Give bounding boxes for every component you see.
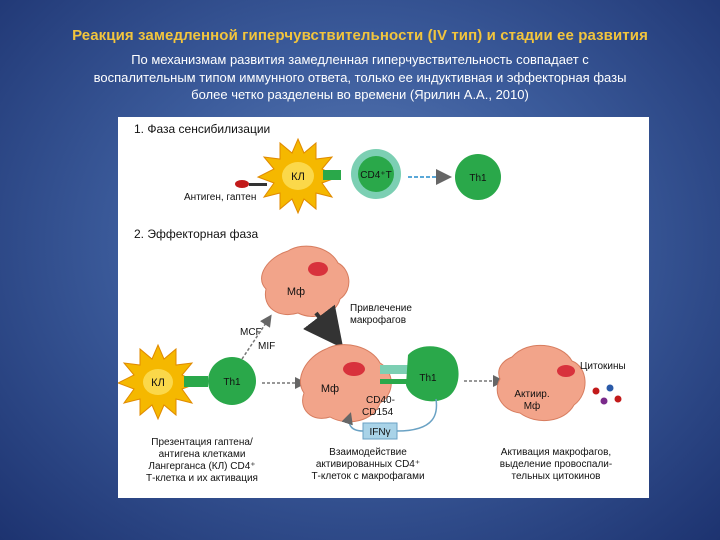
slide-subtitle: По механизмам развития замедленная гипер… (90, 51, 630, 104)
cytokines-label: Цитокины (580, 361, 626, 372)
cd4-label: CD4⁺T (360, 170, 391, 181)
antigen-stem (249, 183, 267, 186)
mcf-label: MCF (240, 327, 262, 338)
recruit-label-2: макрофагов (350, 314, 406, 326)
cd154-label: CD154 (362, 407, 394, 418)
dth-diagram: 1. Фаза сенсибилизации КЛ Антиген, гапте… (118, 117, 649, 498)
ifn-path-up (397, 399, 437, 431)
tcr-connector-2 (184, 376, 208, 387)
mf-center-label: Мф (321, 383, 339, 395)
macrophage-top-nucleus (308, 262, 328, 276)
caption-left-line-4: Т-клетка и их активация (146, 473, 258, 484)
recruit-label-1: Привлечение (350, 303, 412, 314)
active-mf-label-1: Актиир. (514, 389, 549, 400)
kl-label-2: КЛ (151, 377, 165, 389)
tcr-connector-1 (323, 170, 341, 180)
mif-label: MIF (258, 341, 275, 352)
diagram-panel: 1. Фаза сенсибилизации КЛ Антиген, гапте… (118, 117, 649, 498)
phase1-heading: 1. Фаза сенсибилизации (134, 122, 270, 136)
caption-left-line-1: Презентация гаптена/ (151, 437, 253, 448)
macrophage-center-nucleus (343, 362, 365, 376)
caption-center-line-3: Т-клеток с макрофагами (311, 470, 424, 482)
caption-left-line-3: Лангерганса (КЛ) CD4⁺ (148, 461, 255, 472)
caption-center: Взаимодействие активированных CD4⁺ Т-кле… (311, 447, 424, 482)
macrophage-top (262, 246, 349, 316)
mf-top-label: Мф (287, 286, 305, 298)
caption-left: Презентация гаптена/ антигена клетками Л… (146, 437, 258, 484)
th1-center-label: Th1 (419, 373, 437, 384)
slide-title: Реакция замедленной гиперчувствительност… (0, 27, 720, 44)
kl-label-1: КЛ (291, 171, 305, 183)
activated-macrophage-nucleus (557, 365, 575, 377)
recruit-arrow (316, 313, 336, 339)
cytokine-dot-3 (601, 398, 608, 405)
antigen-label: Антиген, гаптен (184, 192, 256, 203)
cd40-label: CD40- (366, 395, 395, 406)
cytokine-dot-4 (615, 396, 622, 403)
caption-left-line-2: антигена клетками (159, 449, 246, 460)
activated-macrophage (497, 345, 585, 420)
phase2-heading: 2. Эффекторная фаза (134, 227, 259, 241)
mcf-mif-arrow (242, 317, 270, 359)
antigen-icon (235, 180, 249, 188)
caption-center-line-1: Взаимодействие (329, 447, 407, 458)
caption-right-line-1: Активация макрофагов, (501, 446, 611, 458)
caption-right: Активация макрофагов, выделение провоспа… (500, 446, 612, 482)
th1-label-phase1: Th1 (469, 173, 487, 184)
cytokine-dot-2 (607, 385, 614, 392)
tcr-bar (380, 365, 408, 374)
caption-center-line-2: активированных CD4⁺ (316, 459, 420, 470)
caption-right-line-2: выделение провоспали- (500, 459, 612, 470)
th1-left-label: Th1 (223, 377, 241, 388)
caption-right-line-3: тельных цитокинов (512, 471, 601, 482)
cd154-bar (380, 379, 408, 384)
ifn-label: IFNγ (369, 427, 390, 438)
active-mf-label-2: Мф (524, 400, 541, 412)
cytokine-dot-1 (593, 388, 600, 395)
